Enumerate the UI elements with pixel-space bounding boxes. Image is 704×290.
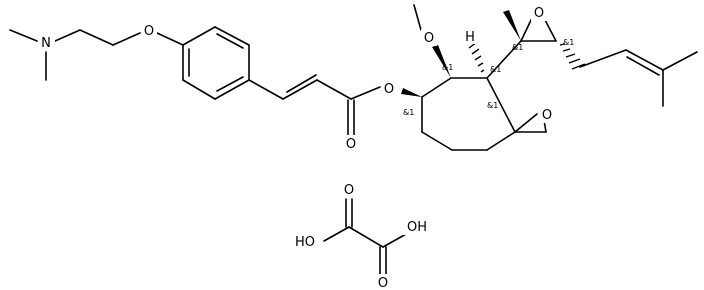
stereo-label-methoxy-carbon: &1 [442, 63, 453, 72]
atom-label-ester-oxygen: O [384, 82, 394, 97]
atom-label-nitrogen: N [41, 36, 51, 51]
ring-hydrogen [468, 41, 485, 73]
oxalic-acid: O O HO OH [287, 181, 435, 290]
stereo-label-spiro-carbon: &1 [487, 101, 498, 110]
stereo-label-ring-h-carbon: &1 [490, 65, 501, 74]
ethoxy-linker [79, 29, 184, 46]
atom-label-ring-hydrogen: H [465, 30, 475, 45]
atom-label-oxalic-oxygen-top: O [344, 183, 354, 198]
atom-label-side-epoxide-oxygen: O [534, 6, 544, 21]
acrylate-chain [248, 74, 381, 137]
atom-label-carbonyl-oxygen: O [346, 137, 356, 152]
dimethylamino-group [9, 29, 81, 81]
atom-label-oxalic-oxygen-bottom: O [378, 276, 388, 290]
methoxy-group [413, 4, 422, 31]
prenyl-chain [579, 49, 698, 107]
stereo-label-ester-carbon: &1 [403, 108, 414, 117]
cyclohexane-ring [401, 45, 516, 151]
benzene-ring [182, 26, 250, 100]
main-molecule: N O O O O O O H &1 &1 &1 &1 &1 &1 [9, 4, 698, 152]
atom-label-oxalic-hydroxyl-right: OH [407, 220, 427, 235]
atom-label-spiro-epoxide-oxygen: O [542, 108, 552, 123]
stereo-label-epoxide-ch-carbon: &1 [563, 38, 574, 47]
side-epoxide [486, 10, 586, 79]
stereo-label-epoxide-quaternary-carbon: &1 [512, 43, 523, 52]
atom-label-ether-oxygen: O [144, 24, 154, 39]
atom-label-oxalic-hydroxyl-left: HO [295, 235, 315, 250]
atom-label-methoxy-oxygen: O [424, 31, 434, 46]
